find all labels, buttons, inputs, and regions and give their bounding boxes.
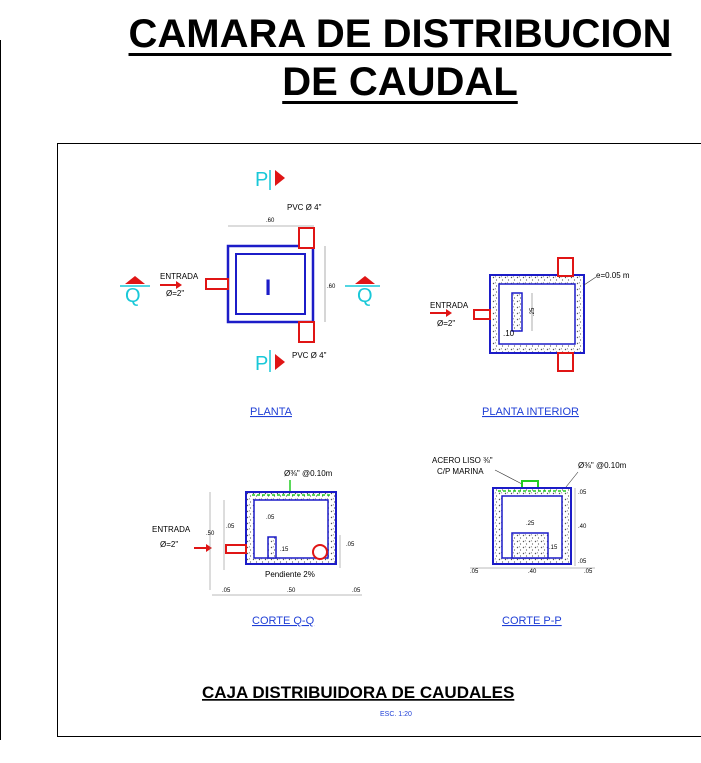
corte-qq-dim-05-right: .05	[346, 542, 355, 548]
corte-pp-dim-bottom-05-right: .05	[584, 569, 593, 575]
corte-pp-acero-line2: C/P MARINA	[437, 467, 484, 476]
planta-interior-pvc-top	[557, 257, 574, 277]
corte-qq-label: CORTE Q-Q	[252, 615, 315, 627]
corte-pp-view: ACERO LISO ⅜" C/P MARINA Ø⅜" @0.10m .05 …	[432, 456, 627, 627]
drawing-scale: ESC. 1:20	[380, 711, 412, 718]
planta-view: P P Q Q PVC Ø 4" PVC Ø 4" ENTRADA Ø=2" .…	[120, 169, 380, 418]
corte-qq-dim-bottom-05-left: .05	[222, 588, 231, 594]
planta-label: PLANTA	[250, 406, 293, 418]
planta-interior-pvc-bottom	[557, 352, 574, 372]
planta-interior-wall-thickness: e=0.05 m	[596, 271, 630, 280]
corte-pp-dim-bottom-40: .40	[528, 569, 537, 575]
corte-qq-dim-bottom-50: .50	[287, 588, 296, 594]
corte-pp-dim-bottom-05-left: .05	[470, 569, 479, 575]
section-arrow-p-bottom	[275, 354, 285, 370]
section-marker-p-top: P	[255, 169, 268, 191]
planta-interior-flow-arrow	[430, 309, 452, 317]
planta-interior-dim-25: .25	[530, 307, 536, 316]
planta-dim-width: .60	[266, 218, 275, 224]
planta-interior-entrada-diam: Ø=2"	[437, 319, 455, 328]
corte-pp-dim-25: .25	[526, 521, 535, 527]
page-title-line-1: CAMARA DE DISTRIBUCION	[128, 12, 672, 56]
corte-qq-slope: Pendiente 2%	[265, 570, 315, 579]
corte-qq-outlet-pipe	[312, 544, 328, 560]
corte-pp-dim-40: .40	[578, 524, 587, 530]
planta-pvc-top-label: PVC Ø 4"	[287, 203, 322, 212]
planta-pvc-bottom-label: PVC Ø 4"	[292, 351, 327, 360]
section-arrow-q-left	[125, 276, 145, 284]
corte-pp-dim-15: .15	[549, 545, 558, 551]
planta-interior-inlet-pipe	[473, 309, 491, 320]
drawing-sheet-border	[57, 143, 701, 737]
corte-qq-inlet-pipe	[225, 544, 247, 554]
planta-entrada-diam: Ø=2"	[166, 289, 184, 298]
corte-pp-handle	[521, 480, 539, 489]
section-marker-q-right: Q	[357, 285, 373, 307]
corte-qq-view: Ø⅜" @0.10m ENTRADA Ø=2" Pendiente 2% .50…	[152, 469, 362, 627]
corte-pp-rebar-label: Ø⅜" @0.10m	[578, 461, 627, 470]
corte-qq-dim-05-left: .05	[226, 524, 235, 530]
sheet-edge-line	[0, 40, 1, 740]
corte-qq-dim-bottom-05-right: .05	[352, 588, 361, 594]
corte-qq-weir	[267, 536, 277, 559]
corte-qq-entrada: ENTRADA	[152, 525, 191, 534]
planta-pvc-top-pipe	[298, 227, 315, 249]
planta-interior-weir	[511, 292, 523, 332]
section-marker-q-left: Q	[125, 285, 141, 307]
drawing-main-title: CAJA DISTRIBUIDORA DE CAUDALES	[202, 683, 514, 702]
corte-qq-dim-50: .50	[206, 531, 215, 537]
planta-interior-entrada: ENTRADA	[430, 301, 469, 310]
section-arrow-p-top	[275, 170, 285, 186]
corte-pp-acero-line1: ACERO LISO ⅜"	[432, 456, 493, 465]
page-title-line-2: DE CAUDAL	[282, 60, 518, 104]
planta-center-mark: I	[265, 275, 271, 300]
planta-inlet-pipe	[205, 278, 229, 290]
corte-qq-rebar-label: Ø⅜" @0.10m	[284, 469, 333, 478]
section-arrow-q-right	[355, 276, 375, 284]
corte-pp-dim-05-top: .05	[578, 490, 587, 496]
corte-qq-dim-15: .15	[280, 547, 289, 553]
planta-flow-arrow	[160, 281, 182, 289]
planta-interior-view: .25 .10 ENTRADA Ø=2" e=0.05 m PLANTA INT…	[430, 257, 630, 418]
corte-qq-entrada-diam: Ø=2"	[160, 540, 178, 549]
planta-interior-label: PLANTA INTERIOR	[482, 406, 579, 418]
planta-inner-wall	[235, 253, 306, 315]
corte-qq-dim-05-inner: .05	[266, 515, 275, 521]
planta-entrada-label: ENTRADA	[160, 272, 199, 281]
corte-pp-label: CORTE P-P	[502, 615, 562, 627]
corte-qq-flow-arrow	[194, 544, 212, 552]
corte-pp-weir-block	[511, 532, 549, 559]
corte-pp-dim-05-bottom-right: .05	[578, 559, 587, 565]
planta-dim-height: .60	[327, 284, 336, 290]
planta-interior-dim-10: .10	[503, 329, 515, 338]
section-marker-p-bottom: P	[255, 353, 268, 375]
planta-pvc-bottom-pipe	[298, 321, 315, 343]
